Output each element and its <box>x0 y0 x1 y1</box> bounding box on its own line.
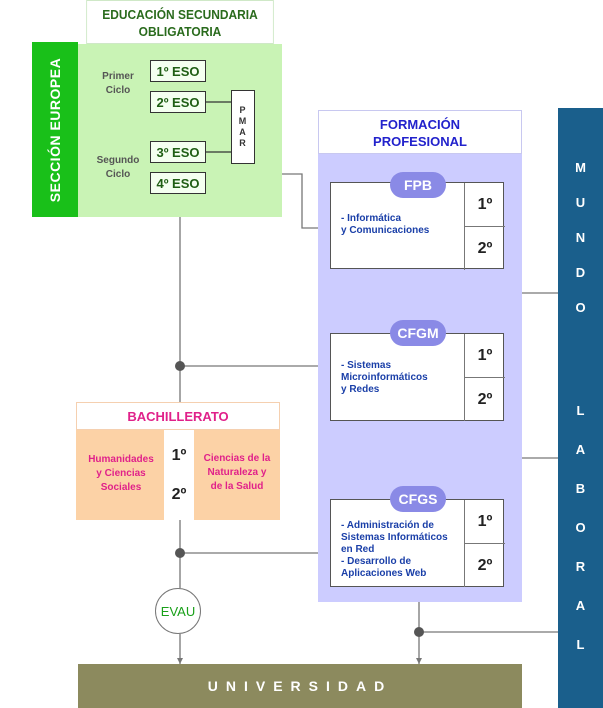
cfgm-label: CFGM <box>390 320 446 346</box>
fpb-year-1: 1º <box>464 183 505 226</box>
bach-year-2: 2º <box>171 485 187 503</box>
eso-level-4[interactable]: 4º ESO <box>150 172 206 194</box>
segundo-ciclo-label: Segundo Ciclo <box>96 155 140 180</box>
eso-level-2[interactable]: 2º ESO <box>150 91 206 113</box>
cfgm-card[interactable]: - Sistemas Microinformáticos y Redes 1º … <box>330 333 505 421</box>
fp-title: FORMACIÓN PROFESIONAL <box>318 110 522 154</box>
fpb-label: FPB <box>390 172 446 198</box>
cfgs-year-1: 1º <box>464 500 505 543</box>
fpb-year-2: 2º <box>464 226 505 270</box>
evau-node[interactable]: EVAU <box>155 588 201 634</box>
cfgs-card[interactable]: - Administración de Sistemas Informático… <box>330 499 505 587</box>
cfgm-description: - Sistemas Microinformáticos y Redes <box>341 360 428 395</box>
bach-years: 1º 2º <box>164 430 194 520</box>
mundo-laboral-banner: M U N D O L A B O R A L <box>558 108 603 708</box>
eso-level-1[interactable]: 1º ESO <box>150 60 206 82</box>
pmar-box[interactable]: P M A R <box>231 90 255 164</box>
eso-title: EDUCACIÓN SECUNDARIA OBLIGATORIA <box>86 0 274 44</box>
primer-ciclo-label: Primer Ciclo <box>102 71 134 96</box>
bachillerato-title: BACHILLERATO <box>76 402 280 430</box>
eso-title-line2: OBLIGATORIA <box>138 24 222 39</box>
bach-ciencias[interactable]: Ciencias de la Naturaleza y de la Salud <box>203 453 271 492</box>
cfgm-year-2: 2º <box>464 377 505 421</box>
eso-level-3[interactable]: 3º ESO <box>150 141 206 163</box>
cfgs-year-2: 2º <box>464 543 505 587</box>
eso-title-line1: EDUCACIÓN SECUNDARIA <box>102 7 258 22</box>
bach-humanidades[interactable]: Humanidades y Ciencias Sociales <box>88 454 154 493</box>
universidad-banner[interactable]: UNIVERSIDAD <box>78 664 522 708</box>
seccion-europea-banner: SECCIÓN EUROPEA <box>32 42 78 217</box>
cfgs-description: - Administración de Sistemas Informático… <box>341 520 448 579</box>
cfgs-label: CFGS <box>390 486 446 512</box>
fpb-description: - Informática y Comunicaciones <box>341 213 430 236</box>
bach-year-1: 1º <box>171 446 187 464</box>
cfgm-year-1: 1º <box>464 334 505 377</box>
